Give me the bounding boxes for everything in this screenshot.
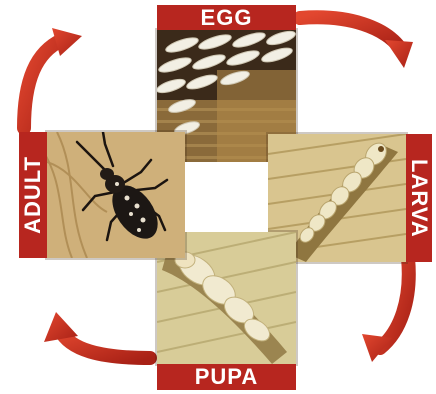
stage-label-adult: ADULT xyxy=(19,132,47,258)
adult-label-text: ADULT xyxy=(20,156,46,234)
stage-label-larva: LARVA xyxy=(406,134,432,262)
stage-label-pupa: PUPA xyxy=(157,364,296,390)
center-space xyxy=(185,162,268,232)
stage-label-egg: EGG xyxy=(157,5,296,30)
adult-photo xyxy=(47,132,185,258)
egg-label-text: EGG xyxy=(201,5,253,31)
adult-illustration xyxy=(47,132,185,258)
arrow-larva-to-pupa xyxy=(362,258,409,362)
arrow-egg-to-larva xyxy=(300,17,413,68)
larva-label-text: LARVA xyxy=(406,159,432,238)
arrow-adult-to-egg xyxy=(24,28,82,128)
arrow-pupa-to-adult xyxy=(44,312,150,358)
pupa-label-text: PUPA xyxy=(195,364,259,390)
